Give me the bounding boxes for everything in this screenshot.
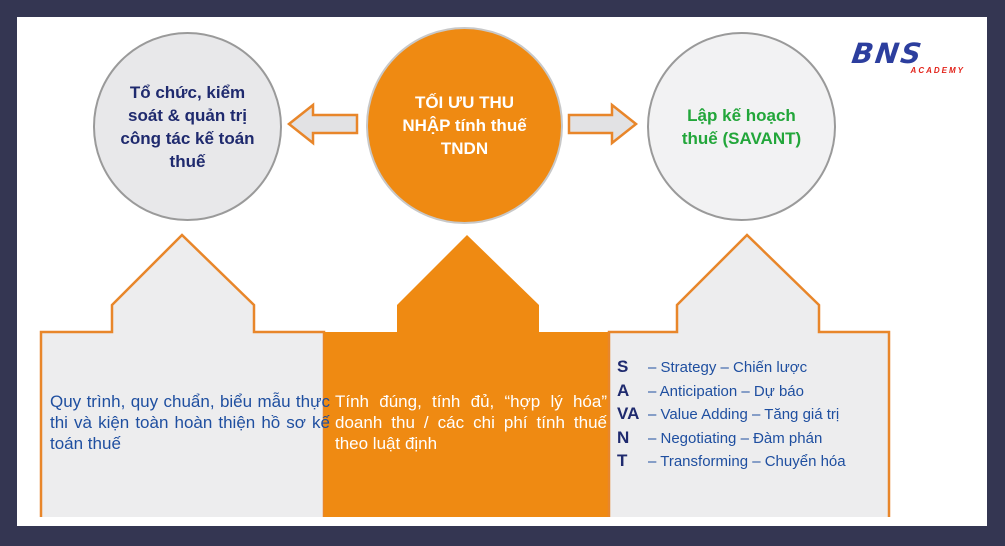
savant-letter: S bbox=[617, 357, 629, 376]
savant-letter: T bbox=[617, 451, 628, 470]
right-pointing-arrow bbox=[567, 102, 639, 146]
bns-academy-logo: BNS ACADEMY bbox=[849, 37, 967, 89]
savant-text: – Strategy – Chiến lược bbox=[648, 359, 808, 376]
logo-wordmark: BNS bbox=[849, 37, 926, 70]
left-box-text: Quy trình, quy chuẩn, biểu mẫu thực thi … bbox=[50, 392, 330, 453]
left-pointing-arrow bbox=[286, 102, 359, 146]
slide: Tổ chức, kiểm soát & quản trị công tác k… bbox=[17, 17, 987, 526]
savant-item: N – Negotiating – Đàm phán bbox=[617, 428, 887, 452]
diagram-shapes bbox=[39, 102, 891, 517]
circle-optimize-taxable-income: TỐI ƯU THU NHẬP tính thuế TNDN bbox=[366, 27, 563, 224]
savant-list: S – Strategy – Chiến lược A – Anticipati… bbox=[617, 357, 887, 475]
logo-subtitle: ACADEMY bbox=[910, 66, 965, 75]
savant-letter: VA bbox=[617, 404, 640, 423]
circle-left-label: Tổ chức, kiểm soát & quản trị công tác k… bbox=[120, 82, 255, 171]
circle-right-label: Lập kế hoạch thuế (SAVANT) bbox=[681, 105, 802, 148]
savant-item: VA – Value Adding – Tăng giá trị bbox=[617, 404, 887, 428]
savant-text: – Value Adding – Tăng giá trị bbox=[648, 406, 840, 423]
savant-text: – Transforming – Chuyển hóa bbox=[648, 453, 846, 470]
circle-middle-label: TỐI ƯU THU NHẬP tính thuế TNDN bbox=[402, 93, 527, 158]
middle-up-arrow-box bbox=[324, 235, 609, 517]
circle-tax-accounting-control: Tổ chức, kiểm soát & quản trị công tác k… bbox=[93, 32, 282, 221]
savant-letter: A bbox=[617, 380, 630, 400]
savant-item: A – Anticipation – Dự báo bbox=[617, 381, 887, 405]
savant-item: S – Strategy – Chiến lược bbox=[617, 357, 887, 381]
left-up-arrow-box bbox=[41, 235, 324, 517]
savant-text: – Anticipation – Dự báo bbox=[648, 382, 804, 400]
circle-tax-planning-savant: Lập kế hoạch thuế (SAVANT) bbox=[647, 32, 836, 221]
savant-text: – Negotiating – Đàm phán bbox=[648, 429, 823, 447]
savant-item: T – Transforming – Chuyển hóa bbox=[617, 451, 887, 475]
savant-letter: N bbox=[617, 427, 630, 447]
middle-box-text: Tính đúng, tính đủ, “hợp lý hóa” doanh t… bbox=[335, 392, 607, 453]
